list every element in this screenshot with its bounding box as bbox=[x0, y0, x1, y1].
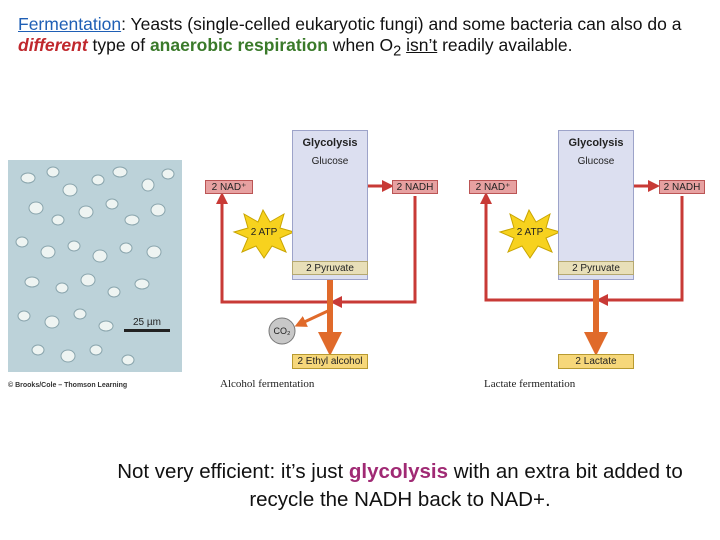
co2-label: CO₂ bbox=[273, 326, 291, 336]
term-isnt: isn’t bbox=[406, 35, 438, 55]
lactate-atp-label: 2 ATP bbox=[516, 227, 544, 238]
alcohol-product: 2 Ethyl alcohol bbox=[292, 354, 368, 369]
bottom-text: Not very efficient: it’s just glycolysis… bbox=[100, 458, 700, 514]
intro-text: Fermentation: Yeasts (single-celled euka… bbox=[18, 14, 708, 63]
scale-bar: 25 µm bbox=[124, 317, 170, 332]
alcohol-pyruvate: 2 Pyruvate bbox=[292, 261, 368, 275]
lactate-product: 2 Lactate bbox=[558, 354, 634, 369]
term-anaerobic: anaerobic respiration bbox=[149, 35, 328, 55]
lactate-glycolysis-panel: Glycolysis Glucose bbox=[558, 130, 634, 280]
scale-bar-line bbox=[124, 329, 170, 332]
alcohol-nad-plus: 2 NAD⁺ bbox=[205, 180, 253, 194]
yeast-cells-image bbox=[15, 166, 175, 366]
o2-subscript: 2 bbox=[393, 43, 402, 60]
alcohol-caption: Alcohol fermentation bbox=[220, 378, 315, 390]
alcohol-nadh: 2 NADH bbox=[392, 180, 438, 194]
lactate-pyruvate: 2 Pyruvate bbox=[558, 261, 634, 275]
intro-part4: readily available. bbox=[437, 35, 573, 55]
bottom-part2: with an extra bit added to recycle the N… bbox=[249, 460, 683, 511]
image-credit: © Brooks/Cole – Thomson Learning bbox=[8, 382, 128, 389]
lactate-glycolysis-title: Glycolysis bbox=[568, 137, 624, 149]
lactate-glucose-label: Glucose bbox=[577, 156, 615, 167]
lactate-nad-plus: 2 NAD⁺ bbox=[469, 180, 517, 194]
intro-part2: type of bbox=[87, 35, 150, 55]
alcohol-atp-label: 2 ATP bbox=[250, 227, 278, 238]
alcohol-glycolysis-title: Glycolysis bbox=[302, 137, 358, 149]
term-glycolysis: glycolysis bbox=[348, 460, 449, 483]
intro-part3: when O bbox=[327, 35, 394, 55]
alcohol-co2-arrow bbox=[294, 308, 331, 327]
term-different: different bbox=[18, 35, 88, 55]
lactate-nadh: 2 NADH bbox=[659, 180, 705, 194]
bottom-part1: Not very efficient: it’s just bbox=[117, 460, 349, 483]
term-fermentation: Fermentation bbox=[18, 14, 122, 34]
scale-label: 25 µm bbox=[133, 317, 161, 328]
alcohol-glucose-label: Glucose bbox=[311, 156, 349, 167]
yeast-micrograph: 25 µm bbox=[8, 160, 182, 372]
alcohol-glycolysis-panel: Glycolysis Glucose bbox=[292, 130, 368, 280]
lactate-caption: Lactate fermentation bbox=[484, 378, 576, 390]
intro-part1: : Yeasts (single-celled eukaryotic fungi… bbox=[121, 14, 682, 34]
